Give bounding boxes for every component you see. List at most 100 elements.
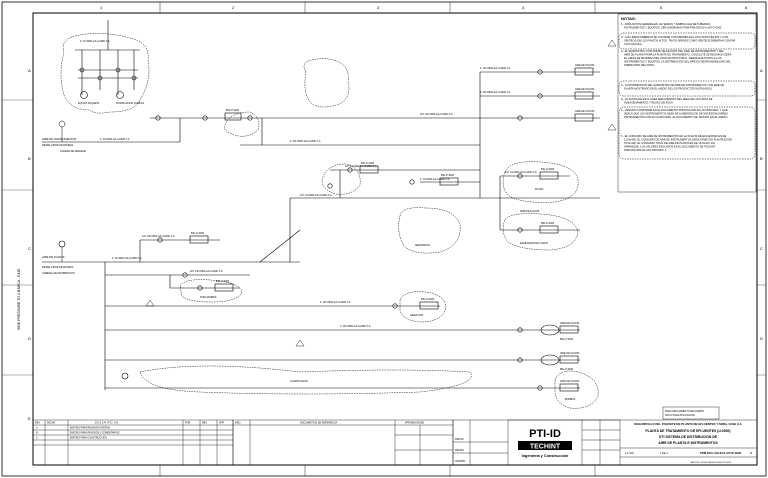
rev-row-1-desc: EMITIDO PARA REVISION INTERNA [70, 427, 110, 430]
valve-icon [517, 173, 523, 179]
note-3: 3.- EL SUMINISTRO, POR PARTE DE TECHINT,… [621, 49, 732, 67]
air-inst-source-sub: DESDE LIMITE DE BATERIA [42, 144, 74, 147]
line-label-top-mid-b: 1" AP-0000-AA-CARD-T-A [480, 90, 511, 94]
air-instrument-source: AIRE DE INSTRUMENTOS DESDE LIMITE DE BAT… [42, 120, 180, 147]
line-label-top-mid-d: 1" AP-0000-AA-CARD-T-A [290, 139, 321, 143]
valve-icon [197, 285, 203, 291]
valve-icon [115, 67, 121, 73]
equipment-box-icon [559, 325, 579, 334]
equipment-box-icon [359, 165, 379, 174]
tag-e: BSL-P-0000 [541, 222, 555, 225]
valve-icon [517, 227, 523, 233]
revision-cloud-mid-a [321, 163, 361, 195]
valve-icon [517, 357, 523, 363]
revision-cloud-low-b [399, 291, 447, 323]
row-mark-d: D [28, 336, 31, 341]
line-label-low-a: 1/2" AP-0000-AA-CARD-T-A [142, 234, 175, 238]
valve-icon [157, 237, 163, 243]
row-mark-a: A [28, 68, 31, 73]
label-airp-1: AIRE DE PLANTA [575, 64, 595, 67]
label-airp-7: AIRE DE PLANTA [520, 210, 540, 213]
project-title: DESARROLLO DEL PAQUETE DE PLANTA DE EFLU… [634, 422, 742, 426]
tag-i: BSL-P-0000 [560, 338, 574, 341]
document-number: PDM-PHA-410-03-0-AUTO-0000 [700, 451, 742, 455]
column-grid-marks: 1 2 3 4 5 6 [100, 2, 748, 476]
valve-icon [202, 115, 208, 121]
left-main-header [42, 229, 599, 409]
air-plant-source-sub: DESDE LIMITE DE BATERIA [42, 266, 74, 269]
rev-header-apr: APR [219, 422, 224, 425]
compressor-icon [540, 324, 560, 336]
references-table [232, 419, 454, 466]
row-mark-b: B [28, 156, 31, 161]
tag-a: BSL-P-0000 [226, 109, 240, 112]
tag-j: BSL-P-0000 [560, 368, 574, 371]
line-label-mid-c: 1/2" AI-0000-AA-CARD-T-A [300, 193, 332, 197]
logo-brand-bar [518, 441, 572, 450]
revision-cloud-note-4 [618, 80, 756, 97]
notes-items: 1.- PARA NOTAS GENERALES, LEYENDAS Y SIM… [621, 22, 735, 152]
col-mark-2: 2 [232, 5, 235, 10]
revision-cloud-mid-c [398, 207, 461, 254]
logo-subtitle: Ingeniería y Construcción [522, 454, 569, 458]
title-block [452, 419, 758, 466]
line-label-left-main: 1" AI-0000-AA-CARD-T-A [112, 256, 142, 260]
company-logo: PTI-ID TECHINT Ingeniería y Construcción [518, 428, 572, 458]
pipe-diag [259, 229, 301, 263]
drain-pit-label: CAMARA DE DRENAJE [60, 150, 86, 153]
label-airp-5: AIRE DE PLANTA [560, 352, 580, 355]
tag-f: BSL-P-0000 [191, 232, 205, 235]
col-mark-6: 6 [745, 5, 748, 10]
note-4: 4.- LA DISTRIBUCION DEL SUMINISTRO DE AI… [621, 83, 724, 91]
revision-cloud-mid-d [502, 213, 579, 251]
label-airp-2: AIRE DE PLANTA [575, 88, 595, 91]
equipment-box-icon [574, 113, 594, 122]
label-sub-sludge: ESPESADOR DE LODOS [520, 242, 548, 245]
revision-triangle-icon [295, 339, 305, 347]
equipment-box-icon [539, 171, 559, 180]
offpage-connector-icon [121, 372, 129, 380]
logo-brand-text: TECHINT [530, 443, 561, 450]
row-mark-c-right: C [760, 246, 763, 251]
label-airp-3: AIRE DE PLANTA [575, 110, 595, 113]
equipment-box-icon [574, 91, 594, 100]
row-mark-a-right: A [760, 68, 763, 73]
rev-header-by: POR [185, 422, 190, 425]
rev-row-3-desc: EMITIDO PARA CONSTRUCCION [70, 437, 107, 440]
revision-triangle-icon [607, 123, 617, 131]
label-airp-4: AIRE DE PLANTA [560, 322, 580, 325]
label-airp-6: AIRE DE PLANTA [560, 380, 580, 383]
equipment-box-icon [439, 177, 459, 186]
valve-icon [327, 183, 333, 189]
line-label-top-left-a: 1" AI-0000-AA-CARD-T-A [80, 39, 110, 43]
notes-frame [617, 13, 757, 193]
line-label-mid-d: 1/2" AI-0000-AA-CARD-T-A [505, 170, 537, 174]
ref-header-no: NRO. [235, 422, 241, 425]
rev-row-2-desc: EMITIDO PARA REVISION Y COMENTARIOS [70, 432, 120, 435]
tag-b: BSL-P-0000 [361, 162, 375, 165]
label-sub-aeration: AIREACION [410, 314, 423, 317]
tag-g: BSL-P-0000 [216, 280, 230, 283]
note-1: 1.- PARA NOTAS GENERALES, LEYENDAS Y SIM… [621, 22, 722, 30]
line-label-mid-b: 1" AI-0000-AA-CARD-T-A [420, 177, 450, 181]
drawing-title-2: DTI SISTEMA DE DISTRIBUCION DE [659, 435, 718, 439]
equipment-box-icon [574, 67, 594, 76]
line-label-mid-a: 1/2" AI-0000-AA-CARD-T-A [345, 164, 377, 168]
equipment-box-icon [214, 283, 234, 292]
ref-header-approvals: APROBACIONES [405, 422, 425, 425]
revision-cloud-low-d [139, 365, 472, 395]
stamp-frame [662, 406, 720, 420]
side-label: SIDE PRESSURE TO 2 BARCA - P&ID [17, 268, 21, 330]
equipment-box-icon [419, 301, 439, 310]
valve-icon [247, 115, 253, 121]
drawn-label: DIBUJO [455, 438, 464, 441]
valve-icon [517, 115, 523, 121]
note-2: 2.- LAS LINEAS DEBERAN SE COSTEAR CON DR… [621, 35, 735, 46]
revision-cloud-note-2 [618, 32, 756, 50]
valve-icon [517, 327, 523, 333]
row-mark-b-right: B [760, 156, 763, 161]
row-mark-d-right: D [760, 336, 763, 341]
scale-value: 1:1 SIN [625, 451, 634, 455]
